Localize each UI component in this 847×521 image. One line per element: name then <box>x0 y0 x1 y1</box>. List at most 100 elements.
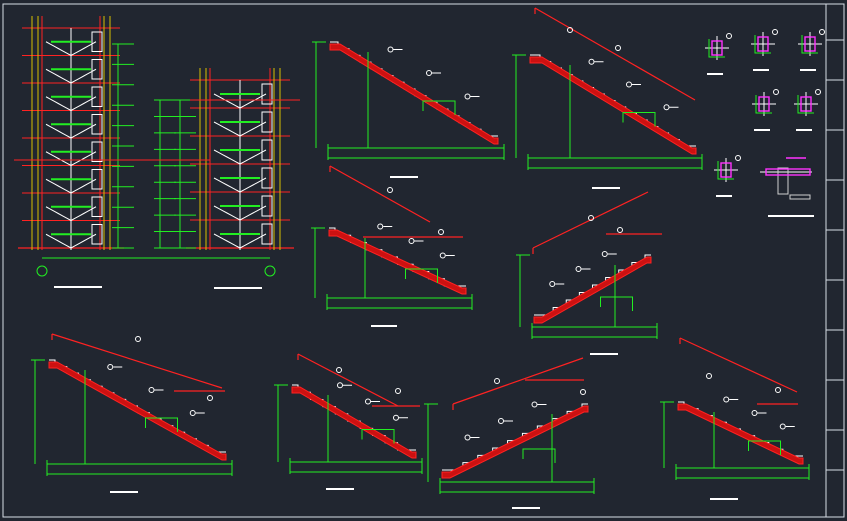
rebar-dimension <box>405 268 438 283</box>
detail-section-1 <box>705 33 732 75</box>
stair-slab <box>441 405 589 479</box>
rebar-callout-bubble <box>772 29 778 35</box>
rebar-callout-bubble <box>464 93 471 100</box>
rebar-callout-bubble <box>438 229 444 235</box>
rebar-callout-bubble <box>408 238 415 244</box>
detail-section-3 <box>798 29 825 71</box>
beam-rebar <box>765 168 811 176</box>
stair-flight-elevation <box>45 151 72 166</box>
rebar-callout-bubble <box>464 434 471 441</box>
rebar-callout-bubble <box>189 410 196 416</box>
stair-flight-elevation <box>213 121 241 137</box>
stair-step-profile <box>678 401 803 457</box>
stair-section <box>31 359 233 493</box>
stair-step-profile <box>442 403 588 471</box>
rebar-leader <box>51 333 223 389</box>
rebar-callout-bubble <box>663 104 670 111</box>
beam-label-block <box>789 194 811 200</box>
rebar-stirrup <box>720 162 732 178</box>
stair-flight-elevation <box>45 68 72 84</box>
rebar-callout-bubble <box>439 252 446 259</box>
sheet-border <box>2 3 845 518</box>
rebar-stirrup <box>711 40 723 56</box>
window-opening <box>261 167 273 189</box>
detail-section-4 <box>752 89 779 131</box>
rebar-dimension <box>422 100 456 115</box>
stair-section <box>516 251 658 355</box>
rebar-leader <box>329 165 431 223</box>
window-opening <box>91 224 103 245</box>
rebar-callout-bubble <box>588 58 595 65</box>
rebar-stirrup <box>800 96 812 112</box>
detail-section-6 <box>714 155 741 197</box>
stair-flight-elevation <box>213 149 241 165</box>
rebar-leader <box>297 353 399 407</box>
rebar-dimension <box>748 440 781 455</box>
stair-elevation-right <box>186 68 294 250</box>
detail-section-2 <box>751 29 778 71</box>
stair-flight-elevation <box>213 177 241 193</box>
rebar-callout-bubble <box>426 70 432 76</box>
window-opening <box>91 86 103 107</box>
detail-dimension <box>755 95 772 114</box>
rebar-callout-bubble <box>726 33 732 39</box>
rebar-callout-bubble <box>387 46 394 53</box>
rebar-callout-bubble <box>336 367 342 373</box>
stair-slab <box>291 386 417 459</box>
window-opening <box>261 223 273 245</box>
stair-section <box>424 401 595 509</box>
stair-flight-elevation <box>213 93 241 109</box>
rebar-callout-bubble <box>773 89 779 95</box>
stair-section <box>274 382 423 490</box>
stair-elevation-left <box>18 16 124 250</box>
stair-step-profile <box>329 227 466 287</box>
stair-step-profile <box>330 41 498 137</box>
rebar-callout-bubble <box>617 227 623 233</box>
detail-dimension <box>797 95 814 114</box>
stair-flight-elevation <box>45 206 72 221</box>
grid-axis-bubble <box>36 265 48 277</box>
rebar-stirrup <box>758 96 770 112</box>
rebar-dimension <box>522 448 556 463</box>
window-opening <box>261 195 273 217</box>
rebar-dimension <box>600 296 633 311</box>
rebar-callout-bubble <box>706 373 712 379</box>
window-opening <box>91 141 103 162</box>
rebar-callout-bubble <box>393 414 399 421</box>
rebar-callout-bubble <box>494 378 500 384</box>
stair-flight-elevation <box>45 41 72 56</box>
stair-flight-elevation <box>45 178 72 194</box>
rebar-leader <box>452 357 584 405</box>
rebar-leader <box>534 7 696 101</box>
rebar-callout-bubble <box>735 155 741 161</box>
stair-slab <box>329 43 499 145</box>
rebar-callout-bubble <box>377 223 384 230</box>
rebar-stirrup <box>757 36 769 52</box>
rebar-callout-bubble <box>819 29 825 35</box>
stair-section <box>312 41 505 178</box>
beam-detail <box>760 157 814 217</box>
rebar-stirrup <box>804 36 816 52</box>
rebar-callout-bubble <box>365 398 371 405</box>
title-block-strip <box>825 3 845 518</box>
stair-flight-elevation <box>213 205 241 221</box>
rebar-callout-bubble <box>549 281 556 287</box>
window-opening <box>91 114 103 135</box>
detail-dimension <box>717 161 734 180</box>
rebar-callout-bubble <box>626 81 632 88</box>
rebar-callout-bubble <box>498 418 504 424</box>
rebar-callout-bubble <box>580 389 586 395</box>
rebar-callout-bubble <box>531 401 538 408</box>
window-opening <box>261 111 273 133</box>
stair-step-profile <box>530 54 696 147</box>
grid-axis-bubble <box>264 265 276 277</box>
rebar-callout-bubble <box>588 215 594 221</box>
window-opening <box>91 169 103 190</box>
rebar-dimension <box>622 112 656 127</box>
rebar-callout-bubble <box>615 45 621 51</box>
stair-slab <box>533 256 652 324</box>
stair-flight-elevation <box>45 96 72 111</box>
rebar-callout-bubble <box>779 423 786 430</box>
